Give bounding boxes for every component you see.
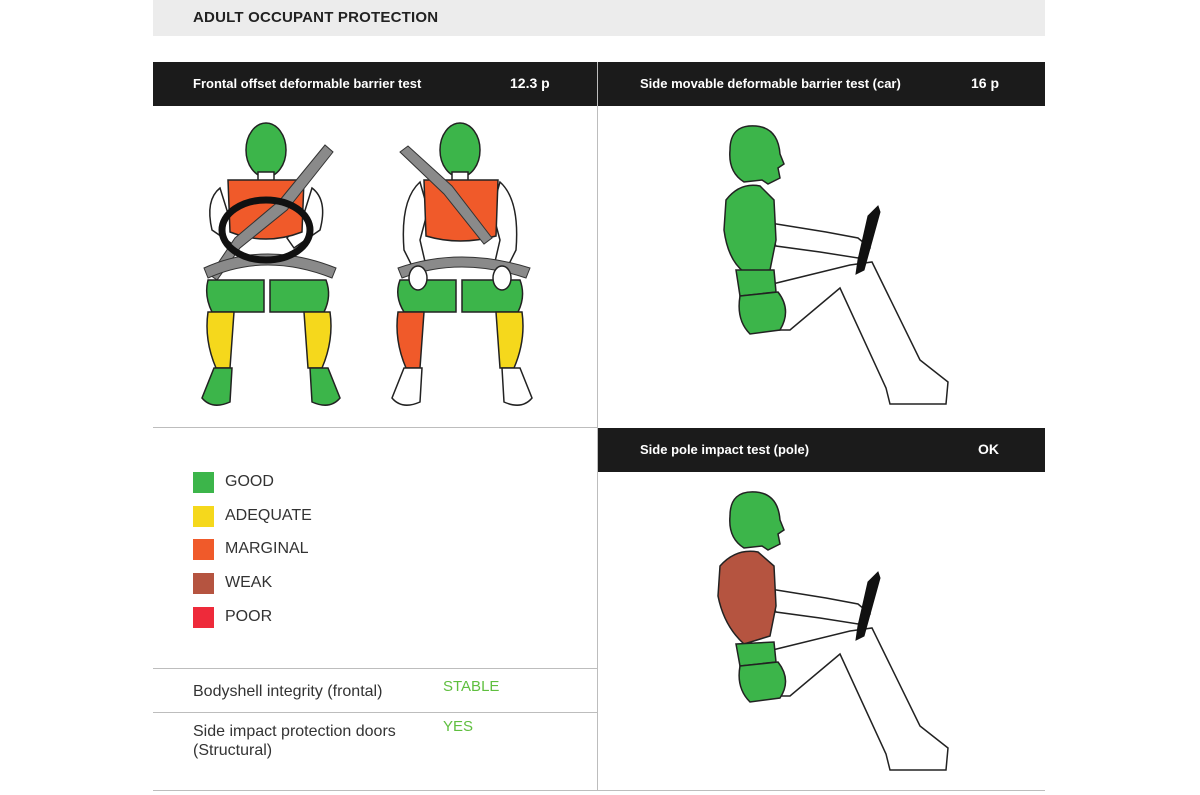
section-title-bar <box>153 0 1045 36</box>
legend-item: WEAK <box>193 572 272 594</box>
driver-foot-left <box>201 367 233 406</box>
doors-label-line2: (Structural) <box>193 742 273 759</box>
pole-test-score: OK <box>978 441 999 457</box>
frontal-passenger-figure <box>391 122 533 406</box>
passenger-lower-leg-right <box>495 311 524 369</box>
legend-swatch <box>193 606 214 628</box>
legend-item: ADEQUATE <box>193 505 312 527</box>
pole-test-name: Side pole impact test (pole) <box>640 442 810 457</box>
column-divider <box>597 62 598 790</box>
legend-item: POOR <box>193 606 272 628</box>
bottom-divider <box>153 790 1045 791</box>
doors-label-line1: Side impact protection doors <box>193 723 396 740</box>
passenger-foot-right <box>501 367 533 406</box>
driver-foot-right <box>309 367 341 406</box>
bodyshell-value: STABLE <box>443 678 500 695</box>
legend-label: ADEQUATE <box>225 507 312 524</box>
passenger-thigh-left <box>397 279 457 313</box>
side-test-name: Side movable deformable barrier test (ca… <box>640 76 901 91</box>
legend-swatch <box>193 471 214 493</box>
driver-lower-leg-left <box>206 311 235 369</box>
side-test-score: 16 p <box>971 75 1000 91</box>
legend-swatch <box>193 505 214 527</box>
legend-label: MARGINAL <box>225 540 309 557</box>
pole-test-header: Side pole impact test (pole) OK <box>598 428 1045 472</box>
side-pelvis <box>738 291 787 335</box>
frontal-test-score: 12.3 p <box>510 75 550 91</box>
legend-label: POOR <box>225 608 273 625</box>
bodyshell-label: Bodyshell integrity (frontal) <box>193 683 383 700</box>
passenger-pelvis <box>461 279 524 313</box>
legend-item: MARGINAL <box>193 538 309 560</box>
frontal-driver-figure <box>201 122 341 406</box>
side-test-header: Side movable deformable barrier test (ca… <box>598 62 1045 106</box>
legend-label: WEAK <box>225 574 273 591</box>
pole-test-figure <box>717 491 949 771</box>
pole-pelvis <box>738 661 787 703</box>
side-chest <box>723 184 777 273</box>
pole-chest <box>717 550 777 645</box>
side-head <box>729 125 785 185</box>
doors-value: YES <box>443 718 474 735</box>
info-top-divider <box>153 668 597 669</box>
legend-label: GOOD <box>225 473 274 490</box>
legend-top-divider <box>153 427 597 428</box>
section-title: ADULT OCCUPANT PROTECTION <box>193 9 439 26</box>
info-row-divider <box>153 712 597 713</box>
passenger-foot-left <box>391 367 423 406</box>
legend-swatch <box>193 572 214 594</box>
legend-swatch <box>193 538 214 560</box>
legend-item: GOOD <box>193 471 274 493</box>
driver-thigh-right <box>269 279 330 313</box>
passenger-head <box>439 122 481 178</box>
pole-head <box>729 491 785 551</box>
doors-label: Side impact protection doors (Structural… <box>193 722 396 760</box>
frontal-test-header: Frontal offset deformable barrier test 1… <box>153 62 597 106</box>
driver-pelvis <box>205 279 265 313</box>
driver-lower-leg-right <box>303 311 332 369</box>
side-test-figure <box>723 125 949 405</box>
frontal-test-name: Frontal offset deformable barrier test <box>193 76 422 91</box>
driver-head <box>245 122 287 178</box>
passenger-lower-leg-left <box>396 311 425 369</box>
